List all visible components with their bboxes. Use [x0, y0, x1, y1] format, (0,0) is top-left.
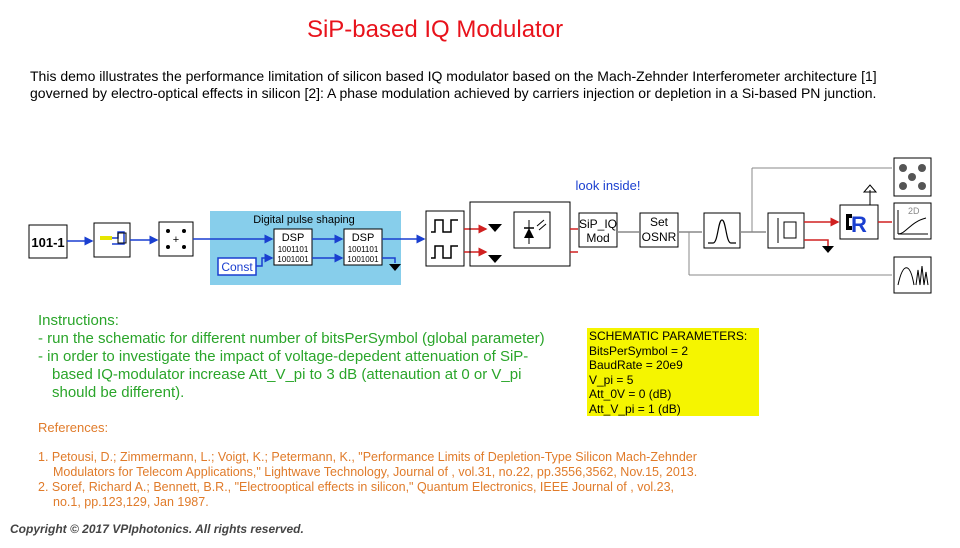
instruction-item-2-cont: based IQ-modulator increase Att_V_pi to … — [52, 366, 522, 383]
svg-text:1001101: 1001101 — [278, 245, 309, 254]
optical-filter-block[interactable] — [703, 212, 741, 249]
schematic-parameters-box: SCHEMATIC PARAMETERS: BitsPerSymbol = 2 … — [587, 328, 759, 416]
intro-text: This demo illustrates the performance li… — [30, 68, 877, 101]
reference-1: 1. Petousi, D.; Zimmermann, L.; Voigt, K… — [38, 450, 697, 464]
param-bits-per-symbol: BitsPerSymbol = 2 — [589, 343, 689, 358]
dsp-block-2[interactable]: DSP 1001101 1001001 — [343, 228, 383, 266]
spectrum-analyzer-block[interactable] — [893, 256, 932, 294]
instruction-item-1: - run the schematic for different number… — [38, 330, 545, 347]
svg-text:SiP_IQ: SiP_IQ — [579, 217, 617, 231]
svg-text:DSP: DSP — [352, 232, 375, 244]
param-att-v-pi: Att_V_pi = 1 (dB) — [589, 401, 681, 416]
svg-text:+: + — [173, 234, 179, 246]
const-label: Const — [221, 260, 253, 274]
param-v-pi: V_pi = 5 — [589, 372, 634, 387]
coder-block[interactable] — [93, 222, 131, 258]
look-inside-link[interactable]: look inside! — [575, 178, 640, 193]
dsp-block-1[interactable]: DSP 1001101 1001001 — [273, 228, 313, 266]
reference-2-cont: no.1, pp.123,129, Jan 1987. — [53, 495, 209, 509]
page-title: SiP-based IQ Modulator — [306, 16, 564, 43]
parameters-heading: SCHEMATIC PARAMETERS: — [589, 329, 748, 343]
set-osnr-block[interactable]: Set OSNR — [639, 212, 679, 248]
instruction-item-2: - in order to investigate the impact of … — [38, 348, 529, 365]
copyright-notice: Copyright © 2017 VPIphotonics. All right… — [10, 522, 304, 536]
svg-text:2D: 2D — [908, 206, 920, 216]
schematic-diagram: Digital pulse shaping 101-1 + Const DSP … — [28, 157, 932, 294]
svg-text:DSP: DSP — [282, 232, 305, 244]
const-block[interactable]: Const — [217, 257, 257, 276]
param-baud-rate: BaudRate = 20e9 — [589, 358, 683, 372]
mapper-block[interactable]: + — [158, 221, 194, 257]
reference-1-cont: Modulators for Telecom Applications," Li… — [53, 465, 698, 479]
receiver-block[interactable] — [767, 212, 805, 249]
pulse-shaping-label: Digital pulse shaping — [253, 214, 355, 226]
instructions-panel: Instructions: - run the schematic for di… — [38, 312, 578, 402]
electrical-scope-block[interactable] — [425, 210, 465, 267]
svg-text:R: R — [851, 212, 867, 237]
references-heading: References: — [38, 420, 109, 435]
reference-2: 2. Soref, Richard A.; Bennett, B.R., "El… — [38, 480, 675, 494]
svg-text:1001001: 1001001 — [347, 255, 379, 264]
svg-text:Mod: Mod — [586, 231, 609, 245]
svg-text:OSNR: OSNR — [642, 230, 677, 244]
instructions-heading: Instructions: — [38, 312, 119, 329]
sip-iq-mod-block[interactable]: SiP_IQ Mod — [578, 212, 618, 248]
svg-text:Set: Set — [650, 215, 669, 229]
svg-text:1001001: 1001001 — [277, 255, 309, 264]
rx-dsp-block[interactable]: R — [839, 204, 879, 240]
instruction-item-2-end: should be different). — [52, 384, 185, 401]
sequence-label: 101-1 — [31, 235, 64, 250]
constellation-analyzer-block[interactable] — [893, 157, 932, 197]
sequence-generator-block[interactable]: 101-1 — [28, 224, 68, 259]
svg-text:1001101: 1001101 — [348, 245, 379, 254]
param-att-0v: Att_0V = 0 (dB) — [589, 387, 672, 401]
references-list: 1. Petousi, D.; Zimmermann, L.; Voigt, K… — [38, 450, 838, 510]
2d-display-block[interactable]: 2D — [893, 202, 932, 240]
iq-modulator-galaxy[interactable] — [469, 201, 571, 267]
